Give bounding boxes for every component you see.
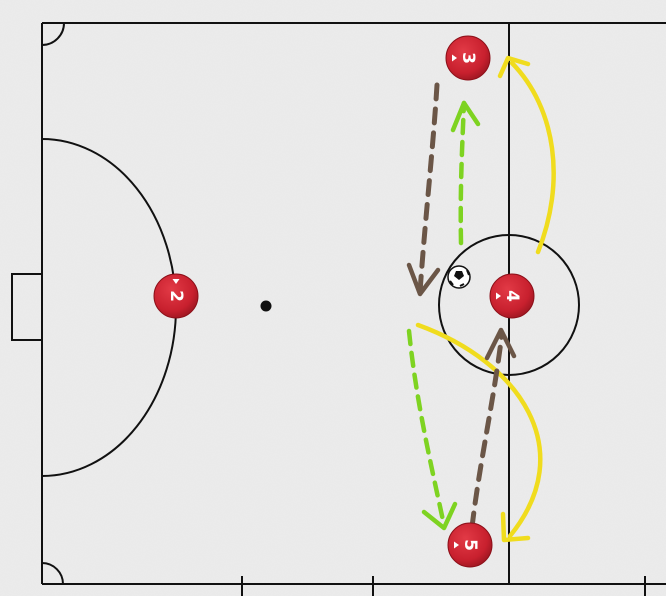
player-2[interactable]: 2 [153,273,199,319]
corner-arc-top [41,22,65,46]
ball-icon[interactable] [447,265,471,289]
run-arrow-4-to-3 [509,60,556,255]
player-number: 5 [460,539,480,551]
dribble-arrow-3-to-ball [417,82,440,295]
penalty-spot [260,300,272,312]
player-3[interactable]: 3 [445,35,491,81]
center-circle [438,234,580,376]
player-5[interactable]: 5 [447,522,493,568]
player-direction-icon [454,541,459,549]
pass-arrow-down [406,328,447,528]
player-direction-icon [172,279,180,284]
dribble-arrow-5-to-4-head [484,327,517,361]
dribble-arrow-3-to-ball-head [406,262,441,297]
run-arrow-to-5 [415,322,543,539]
pass-arrow-up [458,100,467,246]
run-arrow-4-to-3-head [497,55,531,79]
run-arrow-to-5-head [500,511,531,543]
corner-arc-bottom [41,562,64,585]
pass-arrow-down-head [421,501,458,531]
player-direction-icon [452,54,457,62]
arrows [406,55,556,543]
pass-arrow-up-head [450,100,481,133]
player-direction-icon [496,292,501,300]
dribble-arrow-5-to-4 [469,330,505,530]
player-number: 2 [166,290,186,302]
player-number: 3 [458,52,478,64]
player-4[interactable]: 4 [489,273,535,319]
player-number: 4 [502,290,522,302]
goal-box [11,273,42,341]
field-lines [11,22,666,596]
